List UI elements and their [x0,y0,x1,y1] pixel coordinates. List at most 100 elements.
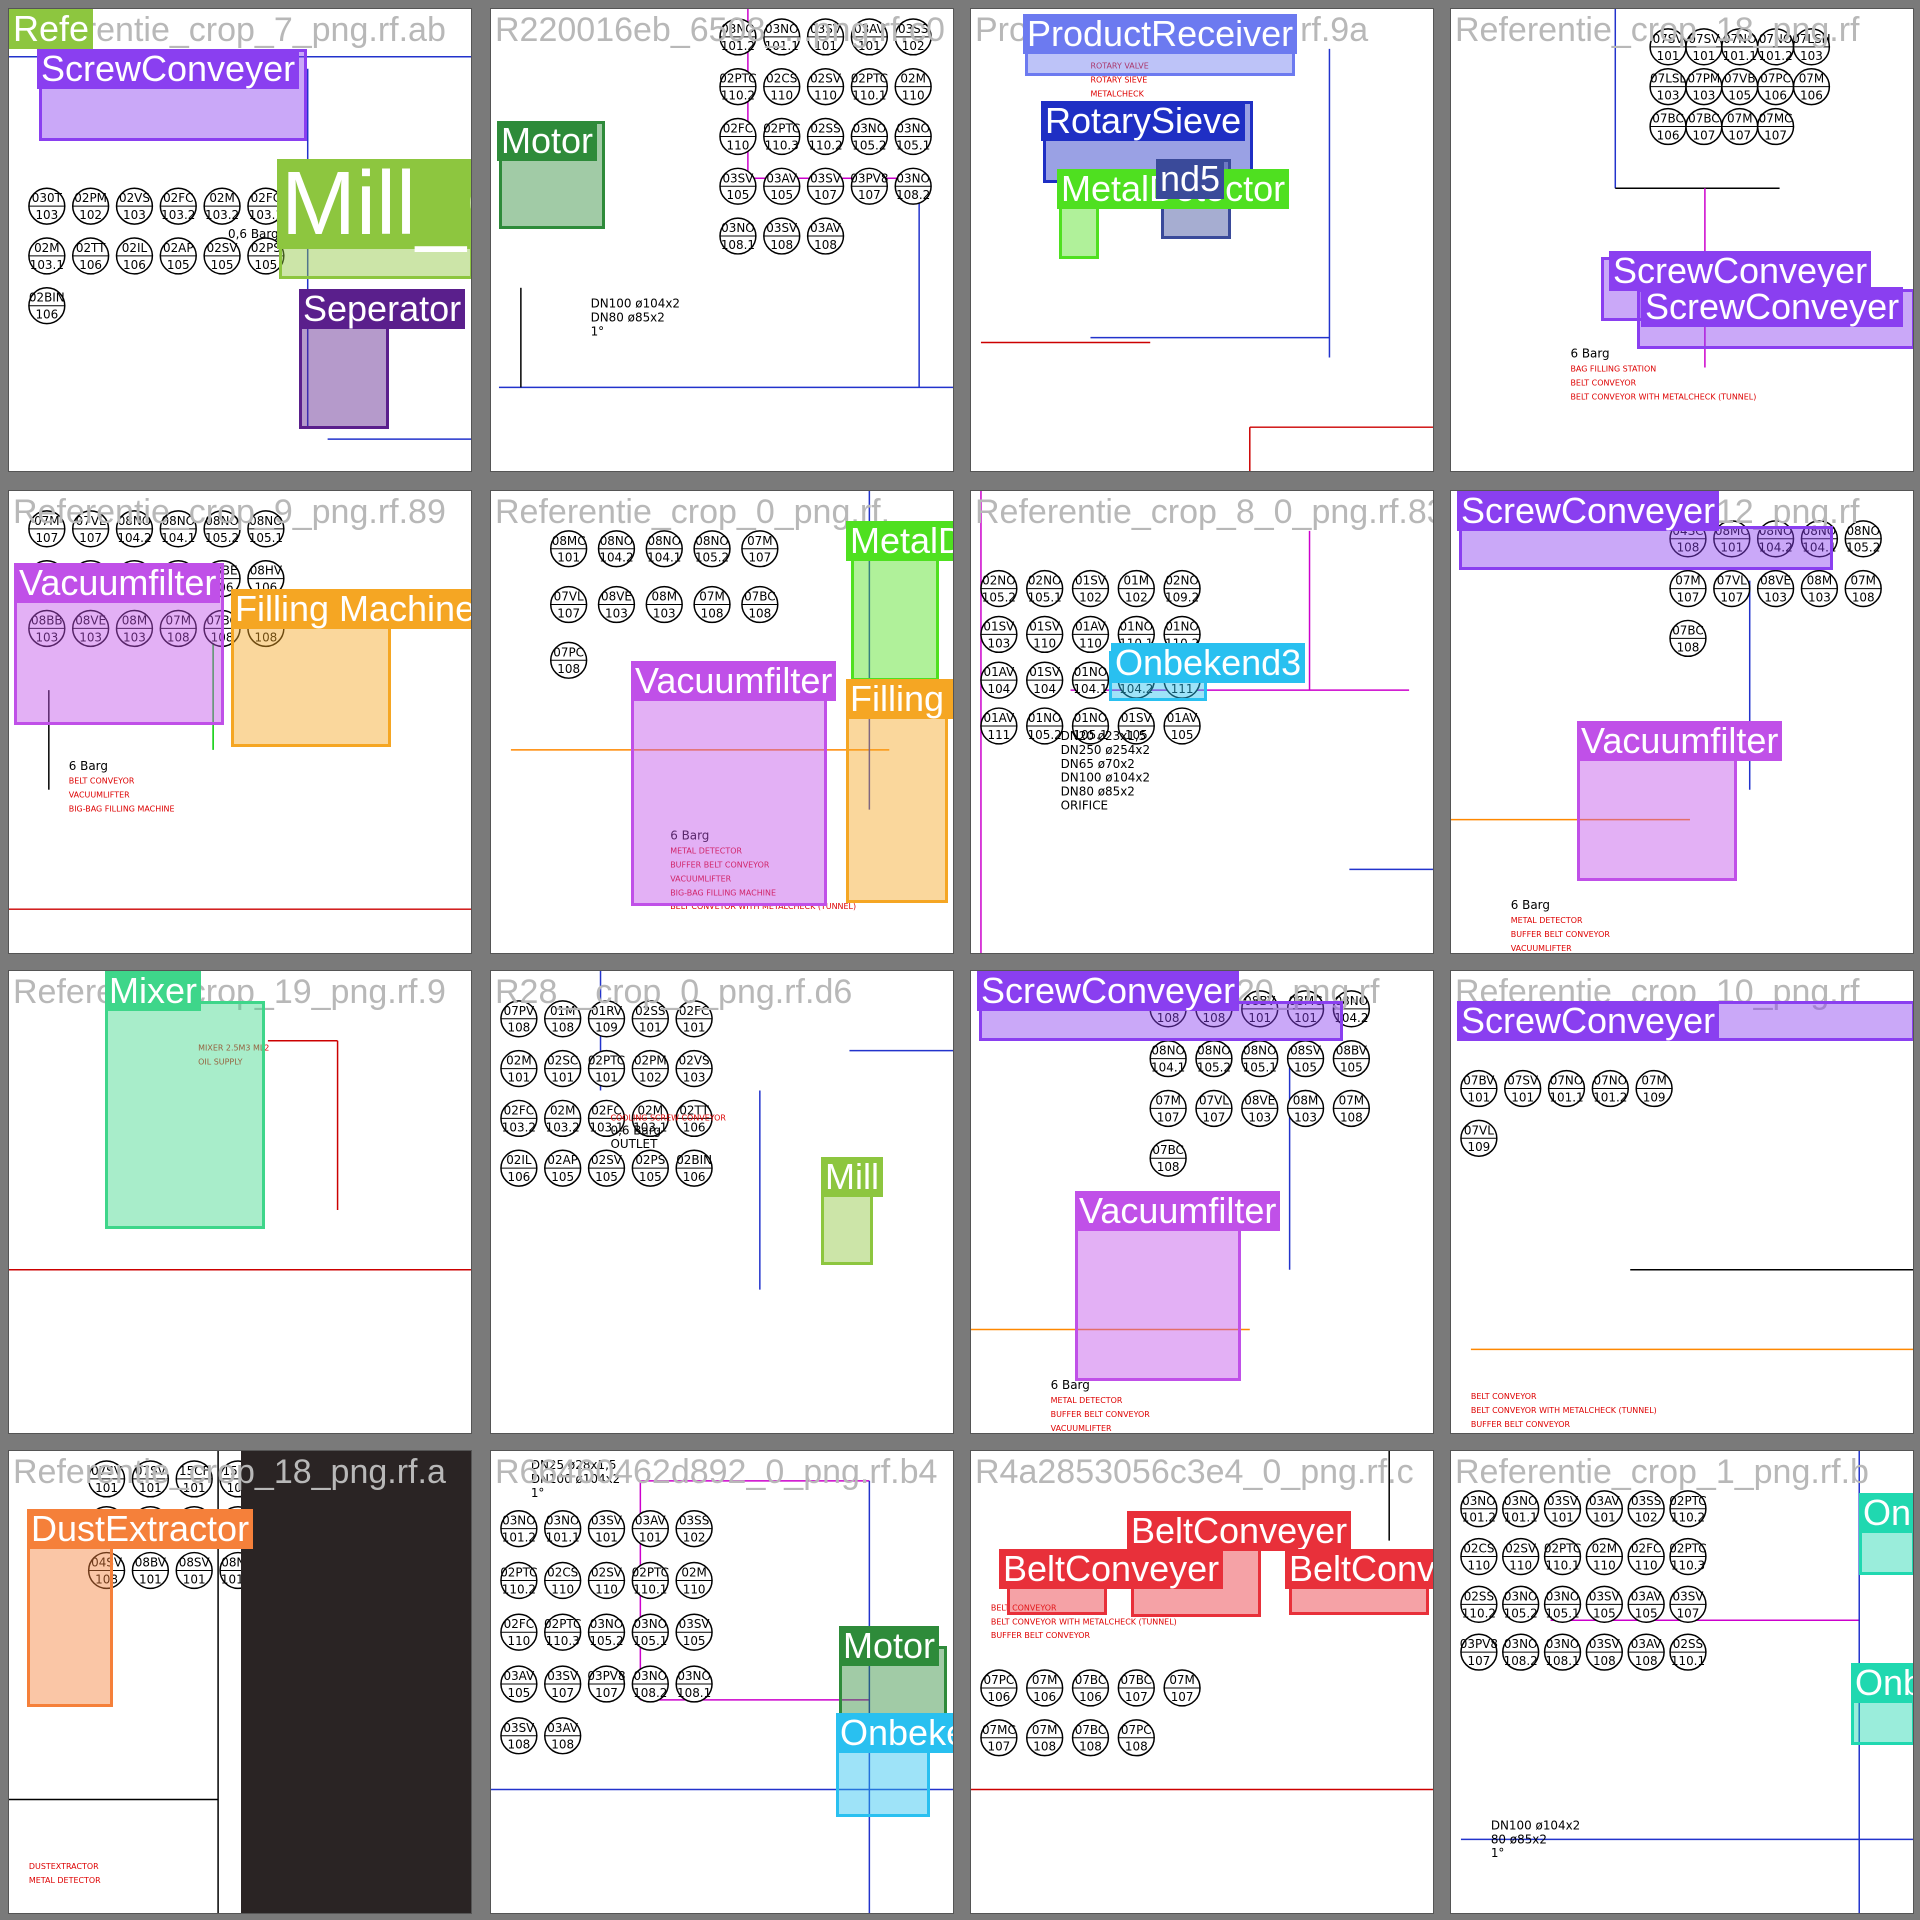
instrument-number: 101 [139,1572,162,1586]
instrument-code: 07M [1169,1673,1195,1687]
instrument-code: 02M [638,1103,664,1117]
instrument-number: 103 [987,636,1010,650]
instrument-code: 07PC [553,645,584,659]
instrument-code: 08NO [695,534,729,548]
pid-drawing: 03NO101.203NO101.103SV10103AV10103SS1020… [491,1458,953,1913]
drawing-note: ORIFICE [1061,799,1108,813]
drawing-note: VACUUMLIFTER [1511,944,1572,953]
instrument-number: 101 [551,1071,574,1085]
detection-label: ScrewConveyer [37,49,300,89]
drawing-note: DN250 ø254x2 [1061,743,1150,757]
instrument-number: 103.1 [633,1120,667,1134]
instrument-number: 108.1 [1545,1654,1579,1668]
instrument-code: 02SV [207,241,239,255]
instrument-code: 07PC [1121,1723,1152,1737]
instrument-number: 103 [35,208,58,222]
instrument-number: 110 [1033,636,1056,650]
instrument-number: 108 [507,1021,530,1035]
instrument-number: 105.1 [1545,1606,1579,1620]
instrument-number: 108 [1079,1740,1102,1754]
instrument-code: 02NO [1028,574,1062,588]
diagram-tile: 04SC10808MC10108NO104.208NO104.108NO105.… [1450,490,1914,954]
instrument-number: 103 [683,1071,706,1085]
drawing-note: ROTARY VALVE [1090,62,1148,71]
instrument-number: 101.2 [1759,49,1793,63]
instrument-code: 02PTC [500,1565,537,1579]
pid-drawing: 07BV10107SV10107NO101.107NO101.207M10907… [1460,1069,1913,1429]
instrument-number: 107 [1764,128,1787,142]
instrument-code: 08NO [118,514,152,528]
instrument-number: 101.1 [1723,49,1757,63]
instrument-number: 105 [1635,1606,1658,1620]
instrument-code: 03PV8 [1460,1637,1498,1651]
instrument-number: 110.2 [1462,1606,1496,1620]
detection-label: Motor [839,1626,940,1666]
instrument-number: 105.1 [1028,591,1062,605]
instrument-number: 101 [139,1481,162,1495]
instrument-code: 03NO [634,1617,668,1631]
instrument-number: 101.1 [765,39,799,53]
drawing-note: 6 Barg [670,828,709,842]
instrument-code: 01M [1124,574,1150,588]
instrument-number: 110.2 [808,138,842,152]
instrument-number: 104.2 [1759,541,1793,555]
instrument-code: 02BIN [29,291,65,305]
instrument-number: 107 [1677,1606,1700,1620]
drawing-note: BELT CONVEYOR [991,1603,1057,1612]
drawing-note: METAL DETECTOR [670,846,742,855]
drawing-note: DN80 ø85x2 [591,311,665,325]
detection-label: Motor [497,121,598,161]
drawing-note: ROTARY SIEVE [1090,76,1147,85]
instrument-code: 07BC [1121,1673,1153,1687]
detection-label: BeltConveyer [1127,1511,1352,1551]
instrument-number: 110 [1467,1558,1490,1572]
instrument-code: 08BV [1336,1044,1368,1058]
drawing-note: COOLING SCREW CONVEYOR [610,1113,726,1122]
instrument-number: 108.1 [677,1686,711,1700]
instrument-number: 103 [79,630,102,644]
instrument-number: 103 [1657,89,1680,103]
instrument-code: 02SS [1464,1589,1494,1603]
detection-label: ScrewConveyer [977,971,1240,1011]
instrument-number: 108 [1677,541,1700,555]
detection-label: Vacuumfilter [631,661,837,701]
instrument-code: 02PTC [632,1565,669,1579]
instrument-code: 03SV [1547,1494,1579,1508]
instrument-number: 101.1 [1549,1090,1583,1104]
drawing-note: BELT CONVEYOR WITH METALCHECK (TUNNEL) [1570,392,1756,401]
drawing-note: DUSTEXTRACTOR [29,1862,99,1871]
instrument-number: 108 [1593,1654,1616,1668]
instrument-code: 01RV [591,1004,623,1018]
drawing-note: DN100 ø104x2 [531,1472,620,1486]
instrument-number: 105.1 [1073,728,1107,742]
